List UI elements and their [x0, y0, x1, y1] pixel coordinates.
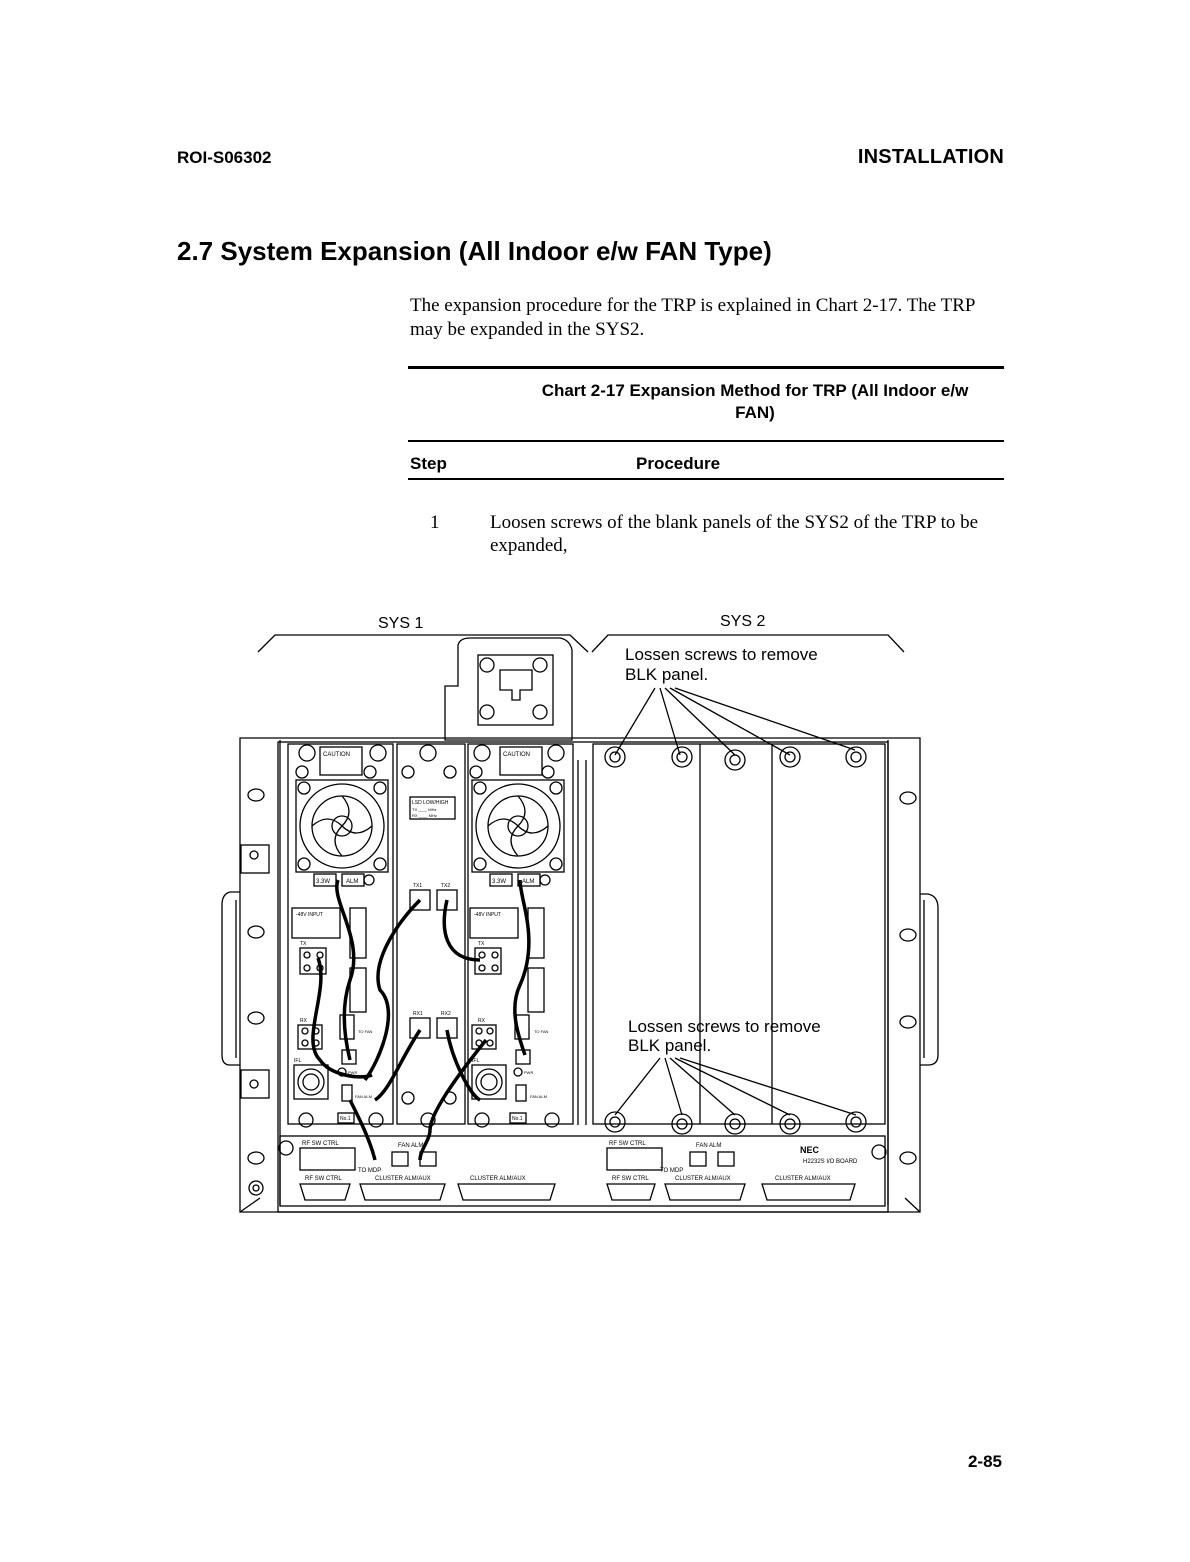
rf-sw-ctrl-label-3: RF SW CTRL [609, 1141, 646, 1147]
callout-bottom-line1: Lossen screws to remove [628, 1017, 821, 1036]
rf-sw-ctrl-label-1: RF SW CTRL [302, 1141, 339, 1147]
nec-logo-label: NEC [800, 1145, 820, 1155]
step-text: Loosen screws of the blank panels of the… [490, 512, 979, 556]
to-fan-label-2: TO FAN [534, 1029, 548, 1034]
chart-header-rule [408, 478, 1004, 480]
cluster-label-4: CLUSTER ALM/AUX [775, 1176, 831, 1182]
to-mdp-label-1: TO MDP [358, 1168, 381, 1174]
step-number: 1 [430, 512, 440, 533]
tx2-label: TX2 [441, 883, 450, 889]
chart-title: Chart 2-17 Expansion Method for TRP (All… [500, 380, 1010, 424]
tx-label-2: TX [478, 941, 485, 947]
rx-label-1: RX [300, 1018, 308, 1024]
intro-paragraph: The expansion procedure for the TRP is e… [410, 295, 975, 340]
power-label-1: 3.3W [316, 879, 330, 885]
doc-id: ROI-S06302 [177, 148, 272, 167]
tx-label-1: TX [300, 941, 307, 947]
mounting-hanger [444, 637, 573, 741]
rx1-label: RX1 [413, 1011, 423, 1017]
rf-sw-ctrl-label-2: RF SW CTRL [305, 1176, 342, 1182]
ifl-label-2: IFL [472, 1058, 479, 1064]
sys2-bracket [591, 634, 905, 653]
rx-mhz-label: RX ____ MHz [412, 813, 437, 818]
pwr-label-1: PWR [348, 1070, 357, 1075]
fan-alm-label-1: FAN ALM [355, 1094, 372, 1099]
dc-input-label-1: -48V INPUT [296, 912, 323, 918]
caution-label-1: CAUTION [323, 752, 350, 758]
tx-mhz-label: TX ____ MHz [412, 807, 436, 812]
column-header-step: Step [410, 454, 447, 473]
callout-top-line1: Lossen screws to remove [625, 645, 818, 664]
io-board: RF SW CTRL FAN ALM TO MDP RF SW CTRL CLU… [278, 1135, 887, 1207]
chart-title-line1: Chart 2-17 Expansion Method for TRP (All… [541, 381, 969, 400]
alm-label-1: ALM [346, 879, 358, 885]
cluster-label-2: CLUSTER ALM/AUX [470, 1176, 526, 1182]
callout-bottom-line2: BLK panel. [628, 1036, 711, 1055]
fan-alm-conn-label-2: FAN ALM [696, 1143, 721, 1149]
caution-label-2: CAUTION [503, 752, 530, 758]
alm-label-2: ALM [522, 879, 534, 885]
cluster-label-1: CLUSTER ALM/AUX [375, 1176, 431, 1182]
sys2-blank-panels [592, 743, 886, 1135]
chassis [221, 737, 939, 1213]
chart-title-line2: FAN) [735, 403, 775, 423]
sys1-bracket [257, 634, 589, 653]
chart-title-rule [408, 440, 1004, 442]
rf-cables [311, 879, 531, 1161]
no1-label-1: No.1 [340, 1116, 351, 1122]
fan-alm-conn-label-1: FAN ALM [398, 1143, 423, 1149]
page-number: 2-85 [967, 1452, 1002, 1471]
callout-bottom-leaders [614, 1057, 857, 1116]
to-fan-label-1: TO FAN [358, 1029, 372, 1034]
section-title: 2.7 System Expansion (All Indoor e/w FAN… [177, 236, 772, 266]
middle-panel-1: LSD LOW/HIGH TX ____ MHz RX ____ MHz TX1… [396, 743, 466, 1128]
ifl-label-1: IFL [294, 1058, 301, 1064]
lsd-label: LSD LOW/HIGH [412, 800, 449, 806]
rx2-label: RX2 [441, 1011, 451, 1017]
callout-top-line2: BLK panel. [625, 665, 708, 684]
power-label-2: 3.3W [492, 879, 506, 885]
to-mdp-label-2: TO MDP [660, 1168, 683, 1174]
tx1-label: TX1 [413, 883, 422, 889]
fan-unit-1: CAUTION 3.3W ALM -48V INPUT TX RX TO FAN… [287, 743, 394, 1128]
dc-input-label-2: -48V INPUT [474, 912, 501, 918]
callout-top-leaders [614, 687, 856, 756]
rf-sw-ctrl-label-4: RF SW CTRL [612, 1176, 649, 1182]
fan-alm-label-2: FAN ALM [530, 1094, 547, 1099]
io-board-label: H2232S I/O BOARD [803, 1159, 858, 1165]
chapter-title: INSTALLATION [857, 146, 1004, 168]
pwr-label-2: PWR [524, 1070, 533, 1075]
rx-label-2: RX [478, 1018, 486, 1024]
no1-label-2: No.1 [512, 1116, 523, 1122]
cluster-label-3: CLUSTER ALM/AUX [675, 1176, 731, 1182]
sys2-label: SYS 2 [720, 613, 765, 630]
chart-top-rule [408, 366, 1004, 369]
column-header-procedure: Procedure [636, 454, 721, 473]
sys1-label: SYS 1 [378, 615, 423, 632]
